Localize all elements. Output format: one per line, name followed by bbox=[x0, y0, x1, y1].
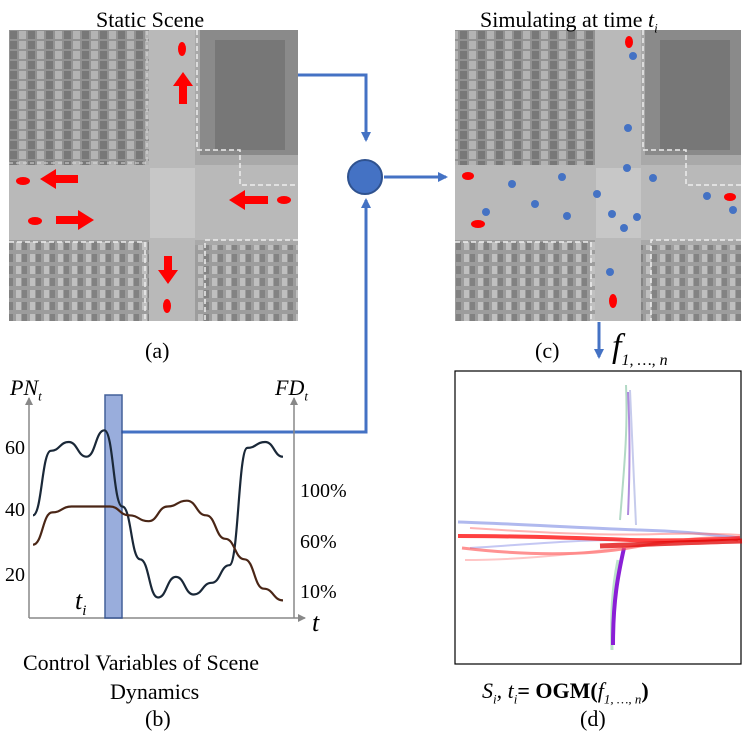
chart-series bbox=[32, 429, 284, 602]
chart-series-line-1 bbox=[32, 429, 284, 599]
x-axis-var: t bbox=[312, 608, 320, 637]
time-marker-var: t bbox=[75, 586, 83, 615]
arrow-function-label: f1, …, n bbox=[612, 330, 668, 369]
formula-close: ) bbox=[641, 678, 649, 703]
panel-c-caption: (c) bbox=[535, 338, 560, 363]
panel-c-title-sub: i bbox=[654, 20, 658, 36]
panel-b-caption-line2: Dynamics bbox=[110, 679, 200, 704]
pedestrian-markers-c bbox=[482, 52, 737, 276]
formula-sep: , bbox=[496, 678, 508, 703]
right-tick-10: 10% bbox=[300, 581, 337, 603]
left-axis-var: PN bbox=[10, 375, 39, 400]
panel-b-caption: (b) bbox=[145, 706, 171, 731]
panel-d-caption: (d) bbox=[580, 706, 606, 731]
left-axis-label: PNt bbox=[10, 375, 42, 404]
formula-f: f bbox=[597, 678, 604, 703]
left-tick-40: 40 bbox=[5, 499, 25, 521]
x-axis-label: t bbox=[312, 610, 319, 636]
time-marker-sub: i bbox=[82, 603, 87, 620]
left-axis-sub: t bbox=[38, 388, 42, 404]
panel-c-title: Simulating at time ti bbox=[480, 7, 658, 36]
right-tick-100: 100% bbox=[300, 480, 347, 502]
formula-eq: = OGM( bbox=[517, 678, 598, 703]
formula-t: t bbox=[507, 678, 514, 703]
arrow-function-var: f bbox=[612, 328, 622, 365]
ogm-panel bbox=[454, 370, 743, 665]
formula-t-sub: i bbox=[513, 691, 518, 707]
direction-arrows-a bbox=[40, 72, 268, 284]
ogm-formula: Si, ti= OGM(f1, …, n) bbox=[482, 678, 649, 707]
right-axis-sub: t bbox=[304, 388, 308, 404]
flow-connectors bbox=[121, 73, 604, 434]
formula-f-sub: 1, …, n bbox=[603, 691, 642, 707]
vehicle-markers-c bbox=[462, 36, 736, 308]
vehicle-markers-a bbox=[16, 42, 291, 313]
merge-node bbox=[347, 159, 383, 195]
panel-c-title-var: t bbox=[648, 7, 655, 32]
panel-a-caption: (a) bbox=[145, 338, 170, 363]
time-marker-label: ti bbox=[75, 588, 86, 619]
panel-b-caption-line1: Control Variables of Scene bbox=[23, 650, 260, 675]
left-tick-60: 60 bbox=[5, 437, 25, 459]
panel-c-title-text: Simulating at time bbox=[480, 7, 649, 32]
chart-axes bbox=[25, 397, 306, 622]
left-tick-20: 20 bbox=[5, 564, 25, 586]
simulated-scene-image bbox=[455, 30, 741, 321]
arrow-function-sub: 1, …, n bbox=[621, 351, 668, 369]
formula-s: S bbox=[482, 678, 493, 703]
panel-a-title: Static Scene bbox=[96, 7, 205, 32]
chart-series-line-2 bbox=[32, 499, 284, 602]
right-axis-label: FDt bbox=[275, 375, 308, 404]
formula-s-sub: i bbox=[493, 691, 497, 707]
right-tick-60: 60% bbox=[300, 531, 337, 553]
right-axis-var: FD bbox=[275, 375, 305, 400]
